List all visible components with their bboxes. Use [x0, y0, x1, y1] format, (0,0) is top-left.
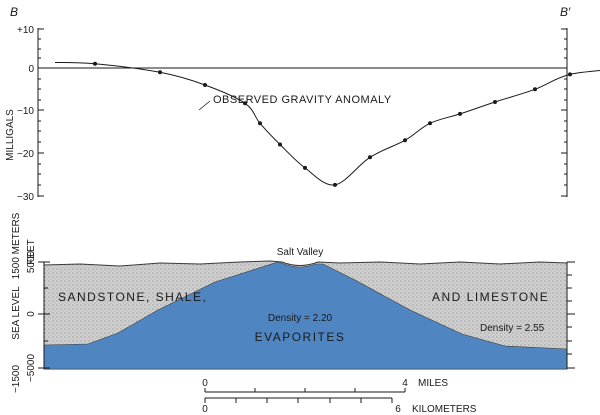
gravity-left-ticks: [38, 28, 44, 197]
gravity-observation-point: [403, 138, 407, 143]
curve-label: OBSERVED GRAVITY ANOMALY: [213, 94, 392, 106]
miles-scale-start: 0: [202, 378, 208, 389]
meters-bottom-label: −1500: [11, 365, 22, 394]
gravity-observation-point: [243, 101, 247, 106]
km-scale-start: 0: [202, 404, 208, 415]
gravity-observation-point: [533, 87, 537, 92]
upper-density-label: Density = 2.55: [480, 323, 545, 334]
feet-tick-minus5000: −5000: [26, 354, 37, 383]
km-scale-unit: KILOMETERS: [412, 404, 477, 415]
ytick-label-minus10: −10: [17, 106, 34, 117]
salt-valley-label: Salt Valley: [277, 247, 324, 258]
curve-label-leader: [198, 100, 211, 111]
gravity-observation-point: [93, 61, 97, 66]
rock-label-limestone: AND LIMESTONE: [432, 290, 549, 304]
ytick-label-0: 0: [28, 64, 34, 75]
section-left-ticks: [38, 261, 50, 369]
gravity-observation-point: [568, 72, 572, 77]
miles-scale-unit: MILES: [418, 378, 448, 389]
kilometers-scale-bar: 0 6 KILOMETERS: [202, 397, 477, 415]
gravity-observation-point: [493, 100, 497, 104]
gravity-observation-point: [368, 155, 372, 160]
sea-level-label: SEA LEVEL: [11, 286, 22, 340]
feet-axis-title: FEET: [26, 239, 37, 265]
evaporites-density-label: Density = 2.20: [268, 313, 333, 324]
meters-axis-title: 1500 METERS: [11, 212, 22, 279]
evaporites-layer: [43, 261, 568, 370]
gravity-anomaly-curve: [54, 62, 600, 186]
ytick-label-minus20: −20: [17, 149, 34, 160]
ytick-label-plus10: +10: [17, 25, 34, 36]
miles-scale-end: 4: [402, 378, 408, 389]
ytick-label-minus30: −30: [17, 192, 34, 203]
section-right-ticks: [567, 261, 575, 369]
evaporites-label: EVAPORITES: [255, 330, 346, 344]
km-scale-end: 6: [395, 404, 401, 415]
gravity-plot: [54, 61, 600, 187]
gravity-observation-point: [258, 121, 262, 126]
profile-left-end-label: B: [10, 5, 18, 19]
miles-scale-bar: 0 4 MILES: [202, 378, 448, 393]
gravity-right-ticks: [561, 28, 567, 197]
cross-section-panel: 1500 METERS FEET SEA LEVEL −1500 5000 0 …: [11, 212, 575, 393]
gravity-observation-point: [458, 111, 462, 116]
gravity-observation-point: [428, 121, 432, 126]
feet-tick-0: 0: [26, 311, 37, 317]
gravity-observation-point: [278, 142, 282, 147]
gravity-observation-point: [158, 70, 162, 75]
profile-right-end-label: B′: [560, 5, 571, 19]
gravity-panel: B B′: [5, 5, 600, 203]
rock-label-sandstone-shale: SANDSTONE, SHALE,: [58, 290, 207, 304]
gravity-ylabel: MILLIGALS: [5, 109, 16, 161]
gravity-observation-point: [203, 83, 207, 87]
gravity-observation-point: [333, 182, 337, 187]
gravity-observation-point: [303, 165, 307, 170]
feet-tick-5000: 5000: [26, 250, 37, 273]
